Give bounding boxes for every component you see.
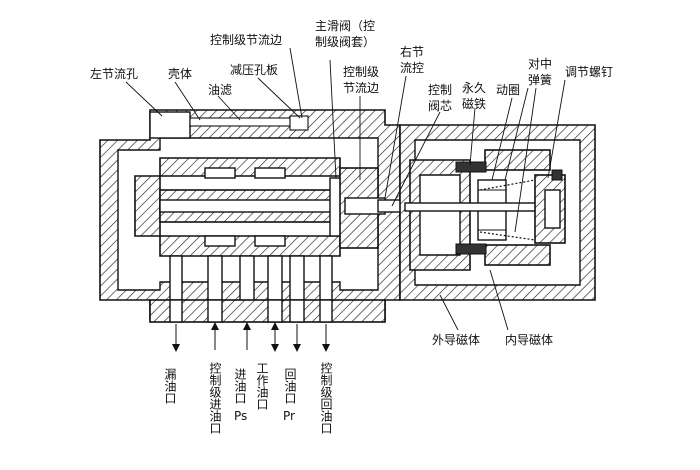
- label-inner-magnet: 内导磁体: [505, 332, 553, 347]
- left-orifice-block: [149, 111, 191, 139]
- label-centering-spring-2: 弹簧: [528, 72, 552, 87]
- sleeve-lands: [204, 167, 286, 247]
- leader-lines: [125, 47, 566, 331]
- port-channels: [149, 255, 386, 323]
- label-permanent-magnet-1: 永久: [462, 81, 486, 95]
- label-left-orifice: 左节流孔: [90, 66, 138, 81]
- control-stage-region: [339, 167, 409, 249]
- port-arrows: [172, 322, 330, 352]
- label-return-port: 回油口: [283, 368, 297, 404]
- label-main-spool-1: 主滑阀（控: [315, 19, 375, 33]
- label-inlet-code: Ps: [234, 409, 247, 423]
- adjust-screw: [534, 169, 566, 244]
- label-right-orifice-1: 右节: [400, 44, 424, 59]
- label-control-edge-2: 节流边: [343, 81, 379, 95]
- label-control-core-2: 阀芯: [428, 99, 452, 113]
- label-pressure-plate: 减压孔板: [230, 63, 278, 77]
- centering-spring: [479, 179, 536, 241]
- label-moving-coil: 动圈: [496, 83, 520, 97]
- inner-magnet-body: [409, 149, 551, 271]
- label-leak-port: 漏油口: [163, 368, 177, 404]
- label-inlet-port: 进油口: [233, 368, 247, 404]
- label-return-code: Pr: [283, 409, 295, 423]
- label-housing: 壳体: [168, 67, 192, 81]
- label-adjust-screw: 调节螺钉: [565, 65, 613, 79]
- pressure-plate: [289, 115, 309, 131]
- label-control-edge-1: 控制级: [343, 65, 379, 79]
- label-control-stage-edge-top: 控制级节流边: [210, 33, 282, 47]
- label-oil-filter: 油滤: [208, 83, 232, 97]
- permanent-magnet: [455, 161, 487, 255]
- label-control-return: 控制级回油口: [319, 362, 333, 434]
- label-work-port: 工作油口: [255, 362, 269, 410]
- label-control-core-1: 控制: [428, 83, 452, 97]
- label-control-inlet: 控制级进油口: [208, 362, 222, 434]
- label-centering-spring-1: 对中: [528, 56, 552, 71]
- label-outer-magnet: 外导磁体: [432, 332, 480, 347]
- label-main-spool-2: 制级阀套）: [315, 35, 375, 49]
- label-right-orifice-2: 流控: [400, 61, 424, 75]
- oil-filter-channel: [189, 117, 291, 127]
- label-permanent-magnet-2: 磁铁: [462, 96, 486, 111]
